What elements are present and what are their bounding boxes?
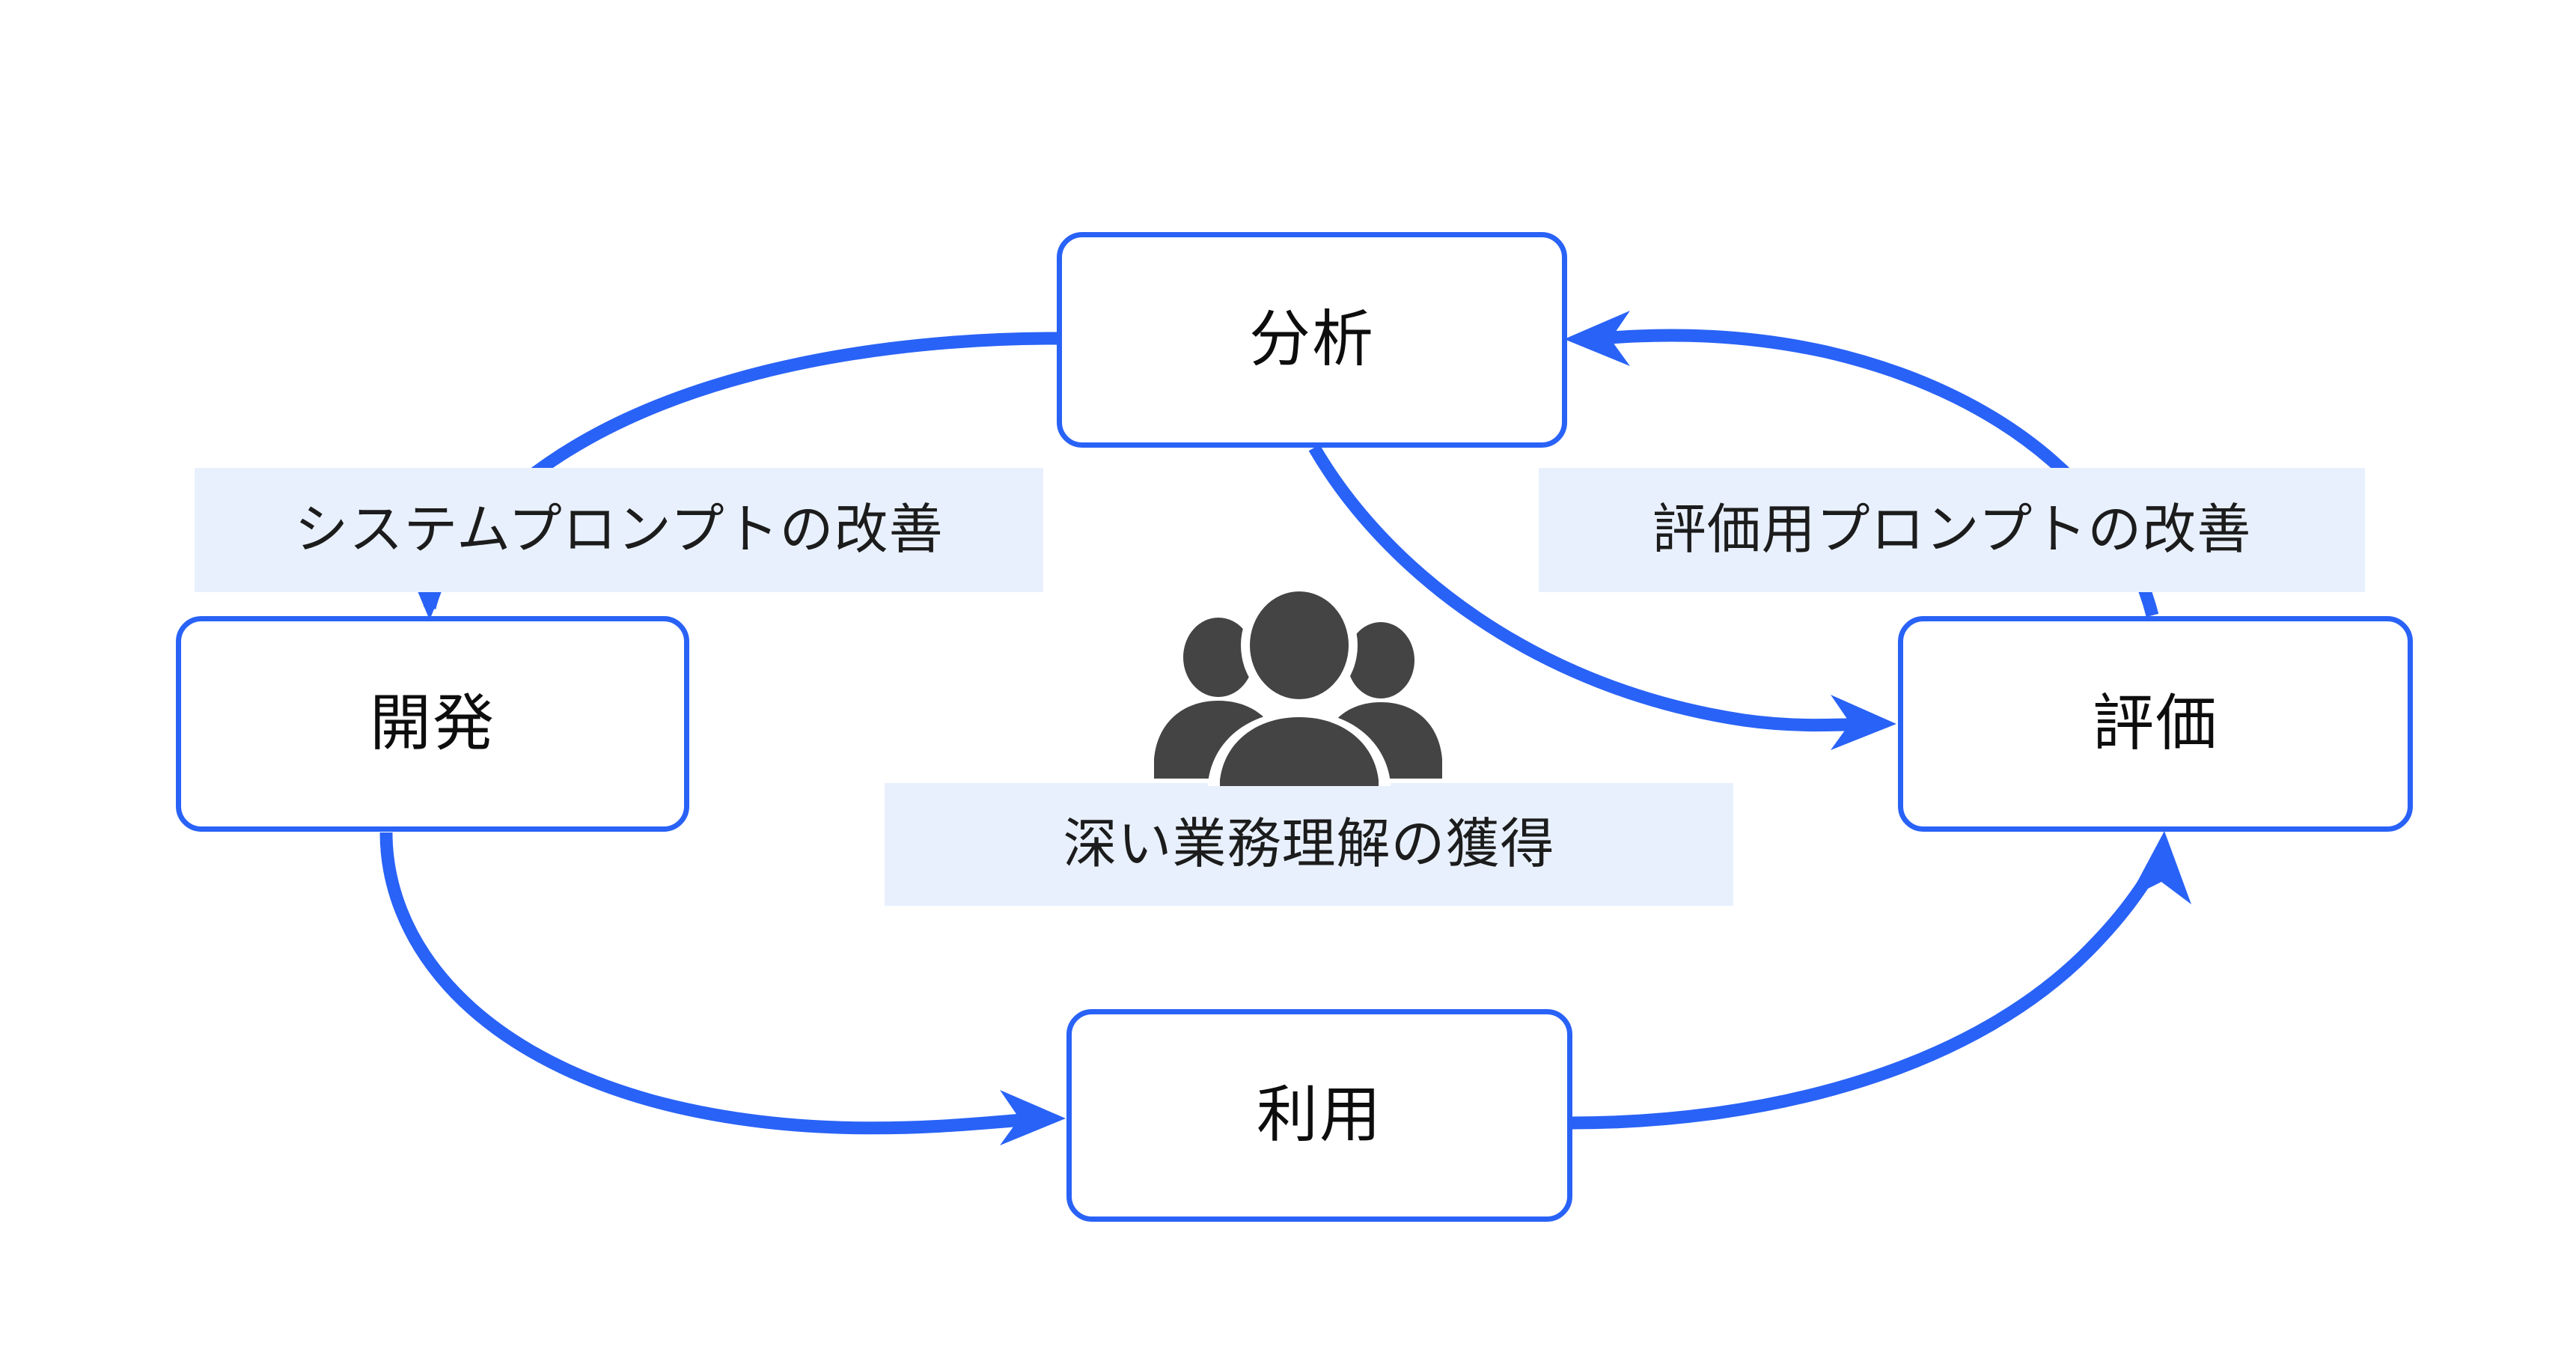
- edge-development-to-usage: [379, 832, 1066, 1145]
- edge-label-evaluation-prompt-improvement-text: 評価用プロンプトの改善: [1652, 500, 2252, 560]
- node-evaluation[interactable]: 評価: [1898, 616, 2413, 832]
- edge-label-evaluation-prompt-improvement: 評価用プロンプトの改善: [1539, 468, 2365, 592]
- node-analysis[interactable]: 分析: [1057, 232, 1567, 448]
- edge-analysis-to-evaluation: [1308, 444, 1896, 750]
- node-usage[interactable]: 利用: [1066, 1009, 1572, 1222]
- node-development-label: 開発: [369, 689, 495, 758]
- node-usage-label: 利用: [1256, 1081, 1382, 1149]
- people-group-icon: [1153, 591, 1452, 786]
- node-analysis-label: 分析: [1248, 305, 1375, 374]
- edge-label-deep-business-understanding-text: 深い業務理解の獲得: [1063, 814, 1555, 874]
- node-development[interactable]: 開発: [176, 616, 689, 832]
- edge-label-deep-business-understanding: 深い業務理解の獲得: [885, 783, 1733, 906]
- edge-label-system-prompt-improvement: システムプロンプトの改善: [195, 468, 1043, 592]
- edge-label-system-prompt-improvement-text: システムプロンプトの改善: [294, 500, 944, 560]
- node-evaluation-label: 評価: [2092, 689, 2218, 758]
- edge-usage-to-evaluation: [1571, 831, 2191, 1130]
